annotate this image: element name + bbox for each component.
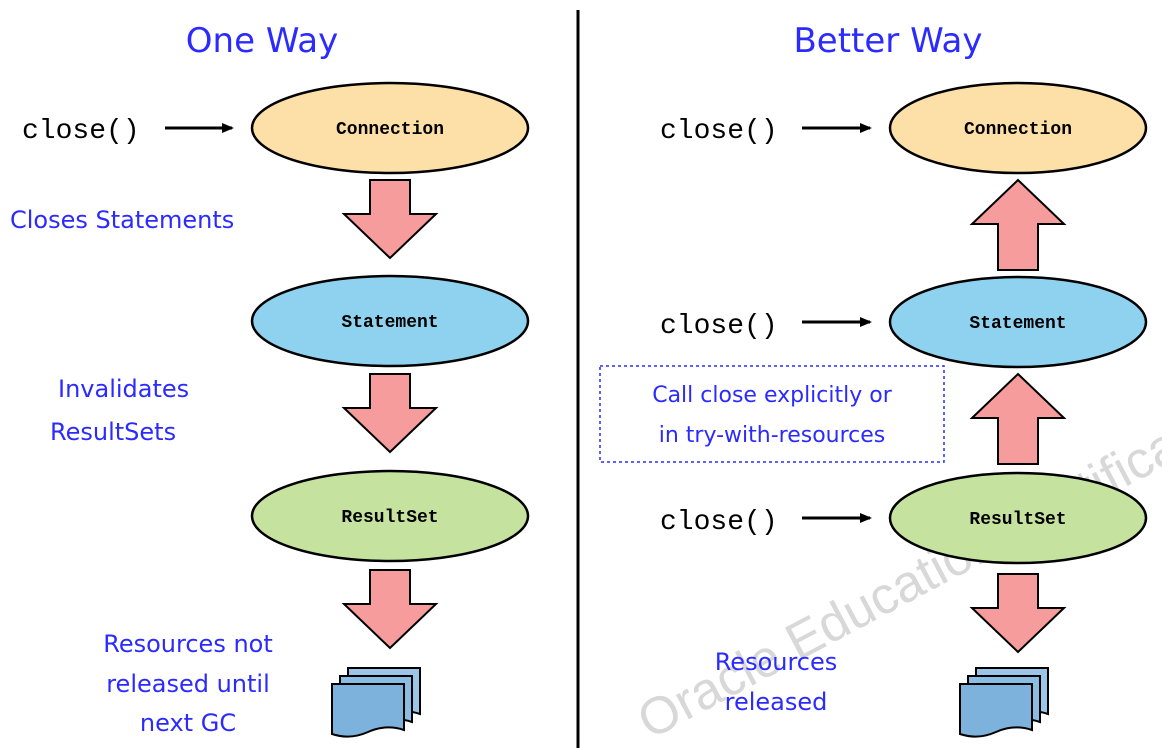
right-note-resources-line1: Resources [715,648,838,676]
left-down-arrow-2 [341,373,439,454]
right-close-label-statement: close() [660,311,778,342]
left-close-label: close() [22,116,140,147]
left-connection-node: Connection [250,81,530,175]
left-note-resources-line3: next GC [140,709,236,737]
left-statement-label: Statement [341,313,438,333]
right-callout-box: Call close explicitly or in try-with-res… [599,365,945,463]
left-resultset-label: ResultSet [341,508,438,528]
right-close-label-connection: close() [660,116,778,147]
right-panel-title: Better Way [793,21,982,61]
right-down-arrow [969,573,1067,654]
left-note-invalidates-line2: ResultSets [50,418,176,446]
right-up-arrow-2 [969,372,1067,465]
left-down-arrow-1 [341,179,439,260]
right-connection-node: Connection [888,81,1148,175]
right-connection-label: Connection [964,120,1072,140]
right-statement-node: Statement [888,275,1148,369]
right-callout-line2: in try-with-resources [659,423,886,448]
right-callout-line1: Call close explicitly or [652,383,892,408]
right-document-stack-icon [959,667,1049,738]
right-up-arrow-1 [969,178,1067,271]
left-statement-node: Statement [250,274,530,368]
left-note-closes: Closes Statements [10,206,234,234]
right-resultset-label: ResultSet [969,510,1066,530]
right-note-resources-line2: released [725,688,828,716]
right-statement-label: Statement [969,314,1066,334]
left-panel: One Way close() Connection Closes Statem… [10,21,530,738]
left-note-resources-line2: released until [106,670,270,698]
left-connection-label: Connection [336,120,444,140]
right-resultset-node: ResultSet [888,471,1148,565]
left-document-stack-icon [331,667,421,738]
left-panel-title: One Way [186,21,338,61]
right-panel: Better Way close() Connection close() St… [599,21,1148,738]
left-resultset-node: ResultSet [250,469,530,563]
left-note-invalidates-line1: Invalidates [58,375,189,403]
left-down-arrow-3 [341,569,439,650]
right-close-label-resultset: close() [660,507,778,538]
left-note-resources-line1: Resources not [103,630,273,658]
